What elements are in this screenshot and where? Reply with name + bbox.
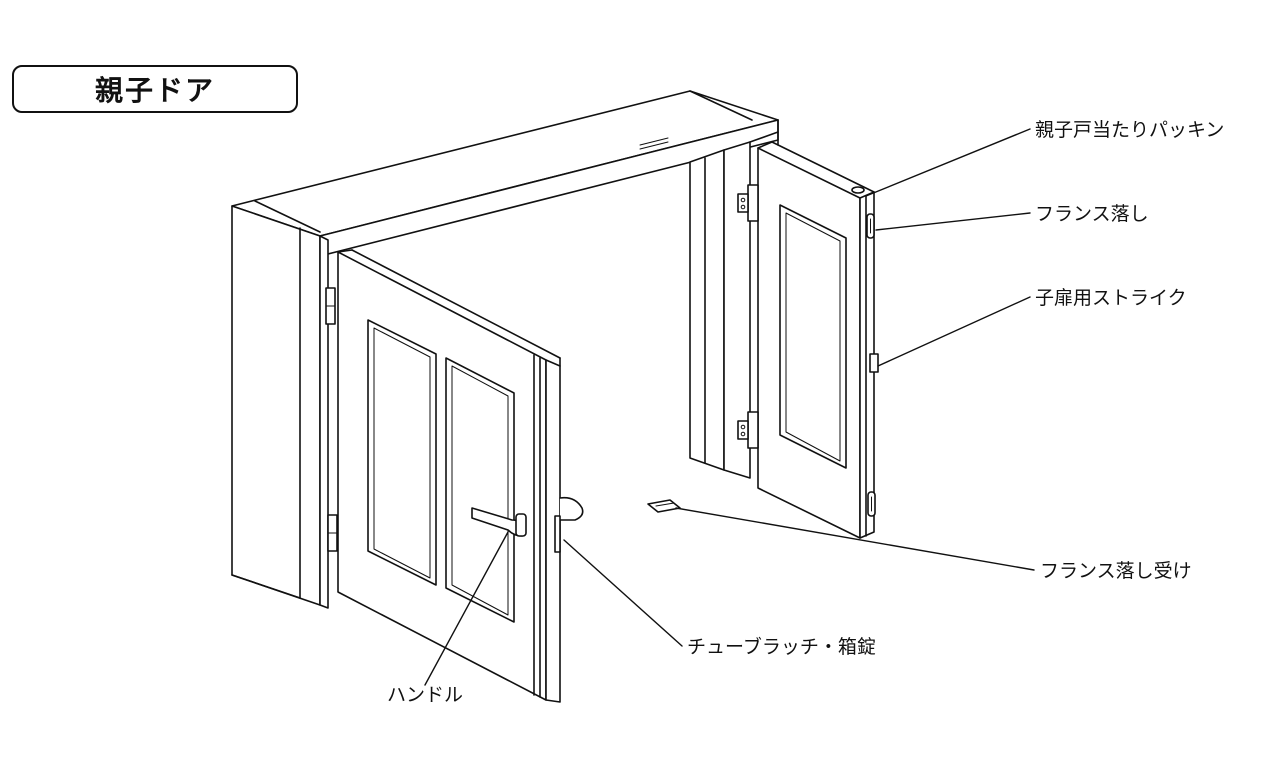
leader-flush-bolt	[875, 212, 1031, 231]
leader-strike	[877, 296, 1031, 367]
leader-handle	[424, 531, 509, 686]
flush-bolt-upper	[866, 213, 875, 239]
callout-strike: 子扉用ストライク	[1035, 287, 1187, 309]
flush-bolt-receiver	[647, 499, 681, 513]
callout-latch-lock: チューブラッチ・箱錠	[687, 636, 876, 658]
flush-bolt-lower	[867, 491, 876, 517]
leader-lines	[424, 128, 1035, 686]
hinge-upper-right	[737, 184, 759, 222]
tubular-latch	[554, 515, 561, 553]
hinge-upper-left	[325, 287, 336, 325]
callout-handle: ハンドル	[387, 684, 464, 706]
leader-packing	[865, 128, 1031, 197]
leader-bolt-receiver	[675, 507, 1035, 571]
hinge-lower-right	[737, 411, 759, 449]
lever-handle	[471, 496, 584, 537]
parent-door-leaf	[337, 249, 561, 703]
hinge-lower-left	[327, 514, 338, 552]
callout-door-stop-packing: 親子戸当たりパッキン	[1035, 119, 1225, 141]
callout-flush-bolt-receiver: フランス落し受け	[1040, 560, 1192, 582]
left-jamb	[231, 205, 329, 609]
child-door-leaf	[757, 141, 875, 539]
right-jamb	[689, 119, 779, 479]
door-stop-packing	[851, 186, 865, 194]
callout-flush-bolt: フランス落し	[1035, 203, 1149, 225]
title-box: 親子ドア	[12, 65, 298, 113]
leader-latch	[563, 539, 683, 647]
strike-plate	[869, 353, 879, 373]
diagram-title: 親子ドア	[94, 74, 215, 107]
